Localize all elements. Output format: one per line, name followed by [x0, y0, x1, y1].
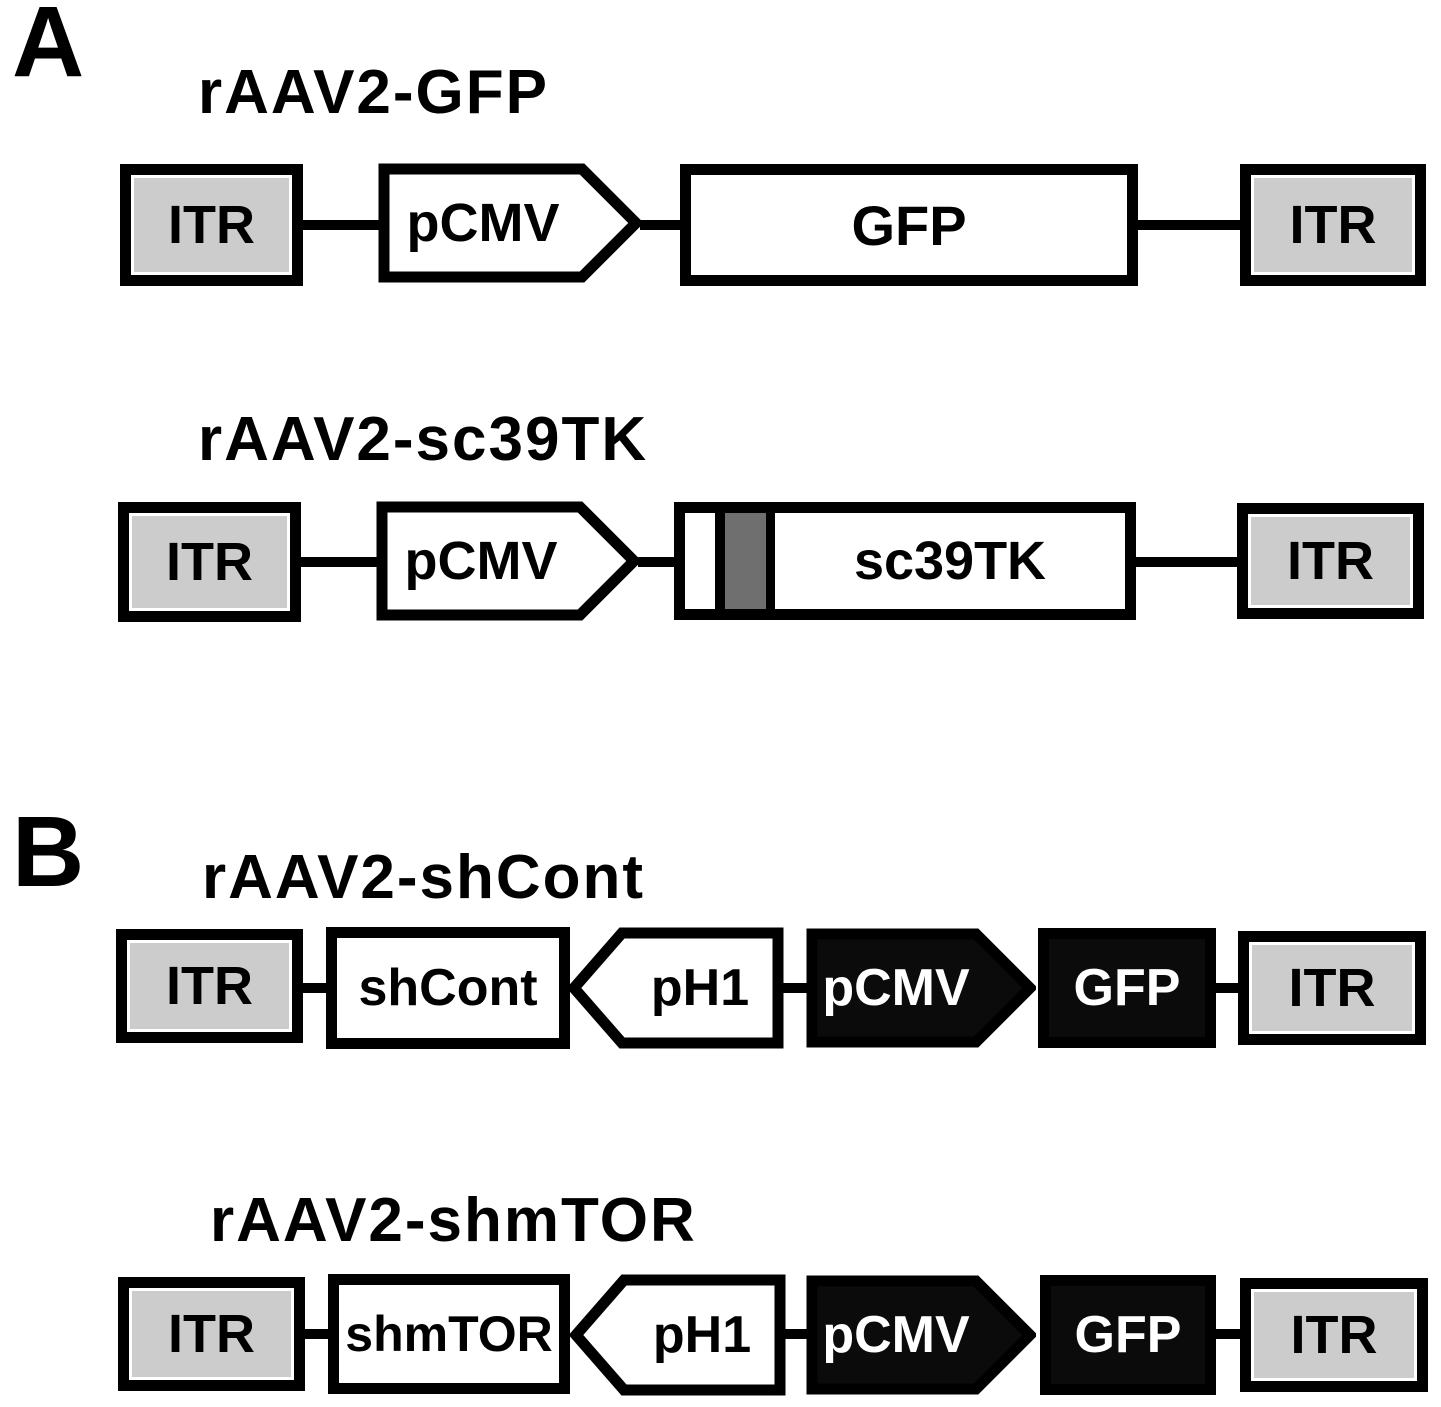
pcmv-promoter-arrow: pCMV — [378, 163, 642, 283]
connector-line — [785, 1329, 807, 1339]
gfp-box: GFP — [680, 164, 1138, 286]
itr-label: ITR — [1287, 531, 1374, 591]
connector-line — [1216, 983, 1238, 993]
connector-line — [303, 1329, 329, 1339]
right-arrow-shape — [806, 928, 1036, 1048]
shcont-box: shCont — [326, 927, 570, 1049]
itr-label: ITR — [1290, 1305, 1378, 1365]
leader-segment — [685, 513, 715, 609]
sc39tk-segmented-box: sc39TK — [674, 502, 1136, 620]
itr-label: ITR — [1288, 958, 1376, 1018]
right-arrow-shape — [376, 501, 640, 621]
construct-title-raav2-sc39tk: rAAV2-sc39TK — [198, 405, 649, 474]
pcmv-label: pCMV — [404, 531, 558, 591]
pcmv-label: pCMV — [822, 959, 970, 1017]
connector-line — [301, 983, 327, 993]
connector-line — [299, 557, 378, 567]
right-arrow-shape — [378, 163, 642, 283]
sc39tk-label: sc39TK — [775, 513, 1125, 609]
ph1-promoter-arrow: pH1 — [566, 927, 784, 1049]
shmtor-box: shmTOR — [328, 1274, 570, 1394]
left-arrow-shape — [566, 927, 784, 1049]
connector-line — [1134, 557, 1238, 567]
left-arrow-shape — [568, 1274, 786, 1396]
segment-divider — [766, 513, 775, 609]
itr-box-left: ITR — [120, 164, 303, 286]
itr-box-left: ITR — [116, 929, 303, 1043]
itr-box-right: ITR — [1238, 931, 1426, 1045]
ph1-promoter-arrow: pH1 — [568, 1274, 786, 1396]
ph1-label: pH1 — [652, 1306, 752, 1364]
itr-label: ITR — [166, 532, 253, 592]
connector-line — [1216, 1329, 1240, 1339]
itr-label: ITR — [1289, 195, 1377, 255]
pcmv-label: pCMV — [406, 193, 560, 253]
segment-divider — [715, 513, 725, 609]
itr-label: ITR — [168, 195, 255, 255]
pcmv-promoter-arrow-black: pCMV — [806, 928, 1036, 1048]
pcmv-label: pCMV — [822, 1306, 970, 1364]
right-arrow-shape — [806, 1275, 1036, 1395]
itr-box-right: ITR — [1240, 1278, 1428, 1392]
connector-line — [783, 983, 807, 993]
gfp-box-black: GFP — [1040, 1275, 1216, 1395]
panel-b-label: B — [12, 796, 85, 908]
pcmv-promoter-arrow: pCMV — [376, 501, 640, 621]
itr-label: ITR — [166, 956, 253, 1016]
ph1-label: pH1 — [650, 959, 750, 1017]
panel-a-label: A — [12, 0, 85, 98]
itr-box-left: ITR — [118, 502, 301, 622]
connector-line — [300, 220, 380, 230]
connector-line — [1136, 220, 1242, 230]
construct-title-raav2-gfp: rAAV2-GFP — [198, 58, 550, 127]
itr-box-left: ITR — [118, 1277, 305, 1391]
pcmv-promoter-arrow-black: pCMV — [806, 1275, 1036, 1395]
itr-label: ITR — [168, 1304, 255, 1364]
connector-line — [638, 557, 676, 567]
construct-title-raav2-shcont: rAAV2-shCont — [202, 843, 646, 912]
itr-box-right: ITR — [1237, 503, 1424, 619]
dark-stripe-segment — [725, 513, 766, 609]
construct-title-raav2-shmtor: rAAV2-shmTOR — [210, 1186, 697, 1255]
gfp-box-black: GFP — [1038, 928, 1216, 1048]
itr-box-right: ITR — [1240, 164, 1426, 286]
connector-line — [640, 220, 682, 230]
